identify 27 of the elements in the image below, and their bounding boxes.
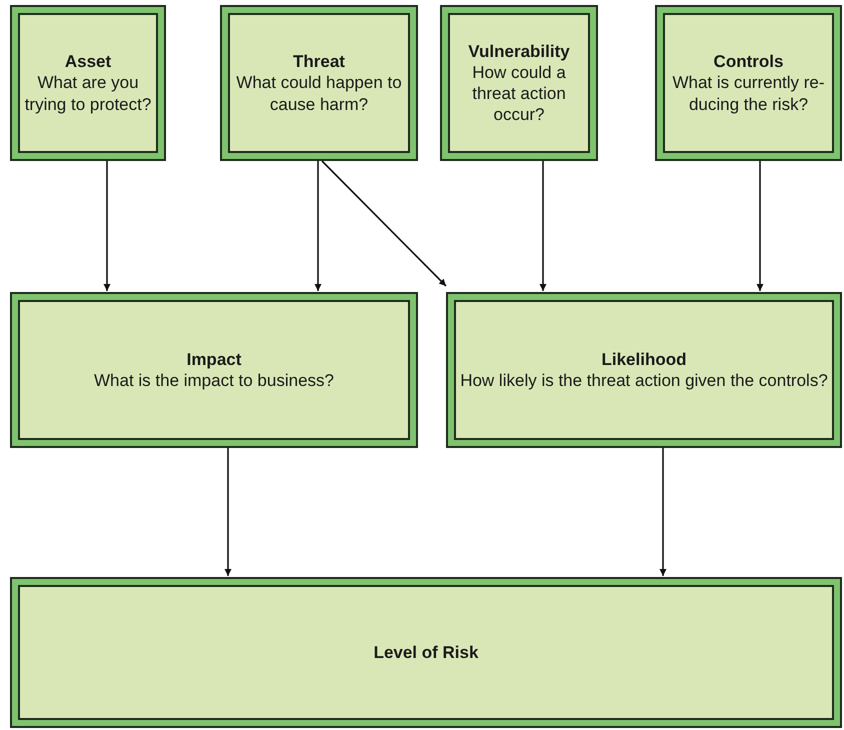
arrow (660, 448, 666, 576)
box-question: How likely is the threat action given the controls? (460, 370, 828, 392)
process-box (446, 292, 842, 448)
box-heading: Asset (64, 51, 112, 72)
box-heading: Vulnerability (468, 40, 570, 62)
arrow (540, 161, 546, 291)
arrow (321, 160, 447, 287)
process-box (655, 5, 842, 161)
process-box (10, 292, 418, 448)
box-heading: Impact (186, 348, 242, 370)
arrow (104, 161, 110, 291)
box-question: How could a threat action occur? (471, 62, 567, 126)
process-box (440, 5, 598, 161)
box-question: What are you trying to protect? (24, 72, 152, 115)
box-question: What could happen to cause harm? (235, 72, 403, 115)
arrow (756, 161, 764, 291)
process-box (10, 5, 166, 161)
box-heading: Controls (714, 51, 784, 72)
arrow (224, 448, 232, 576)
box-heading: Likelihood (602, 348, 686, 370)
process-box (220, 5, 418, 161)
box-question: What is the impact to business? (94, 370, 334, 392)
box-question: What is currently re- ducing the risk? (671, 72, 826, 115)
process-box (10, 577, 842, 728)
arrow (314, 161, 322, 291)
box-heading: Level of Risk (374, 642, 478, 664)
box-heading: Threat (293, 51, 345, 72)
